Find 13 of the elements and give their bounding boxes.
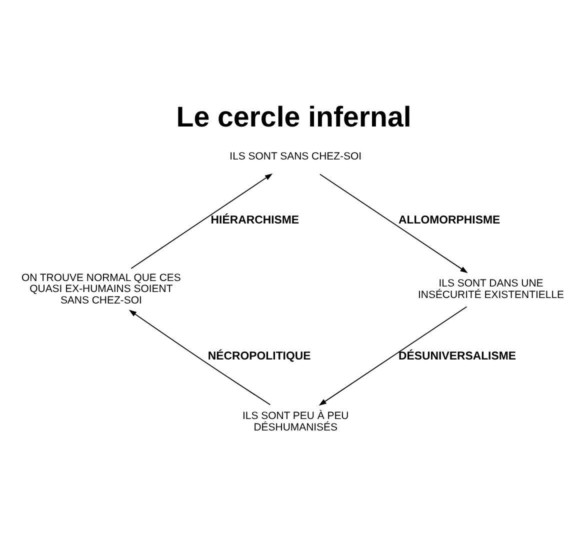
edge-label: DÉSUNIVERSALISME bbox=[398, 350, 516, 362]
arrow bbox=[128, 309, 271, 405]
node-text: ILS SONT PEU À PEU DÉSHUMANISÉS bbox=[242, 410, 349, 433]
node-text: ON TROUVE NORMAL QUE CES QUASI EX-HUMAINS SOIENT SANS CHEZ-SOI bbox=[21, 272, 181, 306]
arrow bbox=[318, 306, 468, 406]
arrow bbox=[130, 172, 273, 268]
edge-label: ALLOMORPHISME bbox=[398, 214, 500, 226]
edge-label: NÉCROPOLITIQUE bbox=[208, 350, 311, 362]
node-text: ILS SONT DANS UNE INSÉCURITÉ EXISTENTIELLE bbox=[418, 278, 564, 300]
node-text: ILS SONT SANS CHEZ-SOI bbox=[230, 151, 362, 162]
edge-label: HIÉRARCHISME bbox=[210, 214, 300, 226]
diagram-title: Le cercle infernal bbox=[176, 101, 412, 134]
arrow bbox=[320, 173, 468, 273]
